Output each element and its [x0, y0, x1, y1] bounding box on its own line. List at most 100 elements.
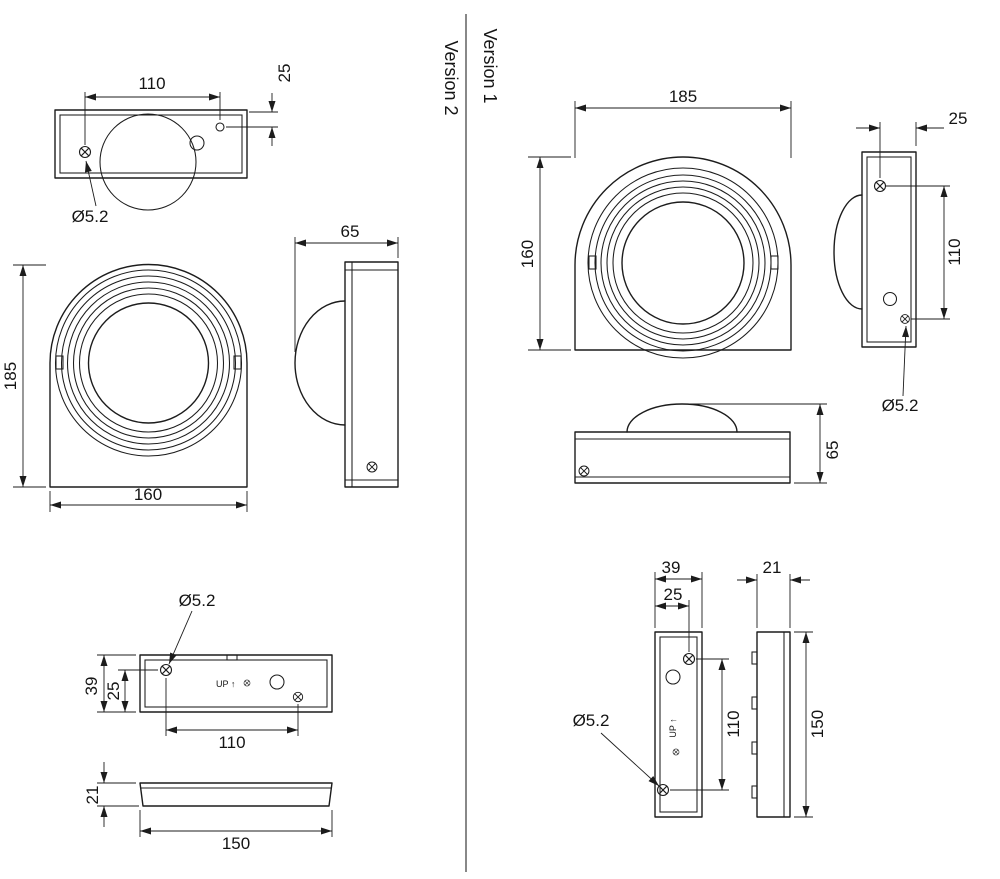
up-marking: UP ↑ — [216, 679, 235, 689]
plate-outline — [574, 431, 791, 484]
dim-offset-25 — [118, 669, 158, 712]
dim-label-39: 39 — [82, 677, 101, 696]
screw-icon — [656, 783, 670, 797]
dim-depth-39 — [97, 654, 136, 713]
dim-label-height: 185 — [1, 362, 20, 390]
dim-height — [528, 156, 571, 351]
v1-front-view: 185 160 — [518, 87, 792, 359]
body-outline — [574, 156, 792, 351]
version-1-label: Version 1 — [480, 28, 500, 103]
screw-icon — [873, 179, 887, 193]
dim-hole-spacing — [84, 92, 221, 145]
dim-spacing-110 — [886, 185, 950, 320]
screw-icon — [292, 691, 304, 703]
dome-profile — [294, 300, 346, 426]
dim-thickness-21 — [97, 762, 139, 827]
clip-tab — [751, 651, 758, 665]
hole-callout-label: Ø5.2 — [573, 711, 610, 730]
v1-side-view: 25 110 Ø5.2 — [833, 109, 968, 415]
v1-bottom-view: 65 — [574, 403, 842, 484]
dim-thickness-21 — [737, 574, 810, 628]
up-marking: UP ↑ — [668, 718, 678, 737]
mount-hole — [189, 135, 205, 151]
screw-icon — [672, 748, 680, 756]
dim-label-110: 110 — [945, 238, 964, 265]
dim-height — [13, 264, 46, 488]
glass-ring — [621, 201, 745, 325]
dim-label-110: 110 — [218, 733, 245, 752]
dim-label-depth: 65 — [341, 222, 360, 241]
mount-hole — [665, 669, 681, 685]
clip-tab — [55, 355, 64, 370]
dim-spacing-110 — [670, 658, 729, 791]
mount-hole — [882, 291, 898, 307]
clip-tab — [751, 741, 758, 755]
version-2-label: Version 2 — [441, 40, 461, 115]
side-outline — [344, 261, 399, 488]
plate-inner — [144, 659, 328, 708]
small-hole — [215, 122, 225, 132]
dim-width — [49, 491, 248, 512]
hole-callout-label: Ø5.2 — [72, 207, 109, 226]
dim-label-hole-offset: 25 — [275, 64, 294, 83]
dim-spacing-110 — [165, 678, 299, 736]
dim-label-39: 39 — [662, 558, 681, 577]
clip-tab — [751, 696, 758, 710]
leader-line — [84, 160, 97, 207]
dome-outline — [99, 113, 197, 211]
plate-outline — [654, 631, 703, 818]
dim-offset-25 — [856, 122, 944, 178]
dim-label-110: 110 — [724, 710, 743, 737]
dim-offset-25 — [655, 600, 690, 652]
clip-tab — [770, 255, 779, 270]
dim-length-150 — [794, 631, 813, 818]
dim-label-150: 150 — [808, 710, 827, 738]
dim-label-21: 21 — [763, 558, 782, 577]
hole-callout-label: Ø5.2 — [882, 396, 919, 415]
dome-profile — [833, 194, 863, 310]
v1-bracket-view: UP ↑ 39 25 110 Ø5.2 — [573, 558, 743, 818]
notch — [226, 654, 238, 661]
screw-icon — [682, 652, 696, 666]
dim-label-depth: 65 — [823, 441, 842, 460]
v2-top-view: 110 25 Ø5.2 — [54, 64, 294, 226]
body-outline — [49, 263, 248, 488]
screw-icon — [900, 314, 910, 324]
side-inner — [866, 156, 912, 343]
v2-side-view: 65 — [294, 222, 399, 488]
dim-label-width: 185 — [669, 87, 697, 106]
profile-outline — [756, 631, 791, 818]
clip-tab — [233, 355, 242, 370]
leader-line — [168, 610, 193, 665]
v2-bracket-view: UP ↑ 39 25 110 Ø5.2 — [82, 591, 333, 752]
mount-hole — [269, 674, 285, 690]
dim-depth — [294, 237, 399, 352]
housing-outline — [54, 109, 248, 179]
screw-icon — [243, 679, 251, 687]
clip-tab — [588, 255, 597, 270]
dim-label-25: 25 — [949, 109, 968, 128]
hole-callout-label: Ø5.2 — [179, 591, 216, 610]
clip-tab — [751, 785, 758, 799]
dim-depth — [690, 403, 827, 484]
dim-width — [574, 101, 792, 158]
dim-label-25: 25 — [664, 585, 683, 604]
dome-profile — [626, 403, 738, 433]
dim-length-150 — [139, 810, 333, 837]
leader-line — [902, 325, 910, 397]
screw-icon — [78, 145, 92, 159]
dim-label-width: 160 — [134, 485, 162, 504]
plate-inner — [659, 636, 698, 813]
v2-profile-view: 21 150 — [83, 762, 333, 853]
leader-line — [600, 732, 660, 787]
profile-outline — [139, 782, 333, 807]
screw-icon — [159, 663, 173, 677]
screw-icon — [366, 461, 378, 473]
dim-label-21: 21 — [83, 786, 102, 805]
housing-inner — [59, 114, 243, 174]
dim-label-hole-spacing: 110 — [138, 74, 165, 93]
dim-hole-offset — [226, 93, 278, 146]
dim-label-25: 25 — [104, 682, 123, 701]
glass-ring — [87, 302, 210, 424]
